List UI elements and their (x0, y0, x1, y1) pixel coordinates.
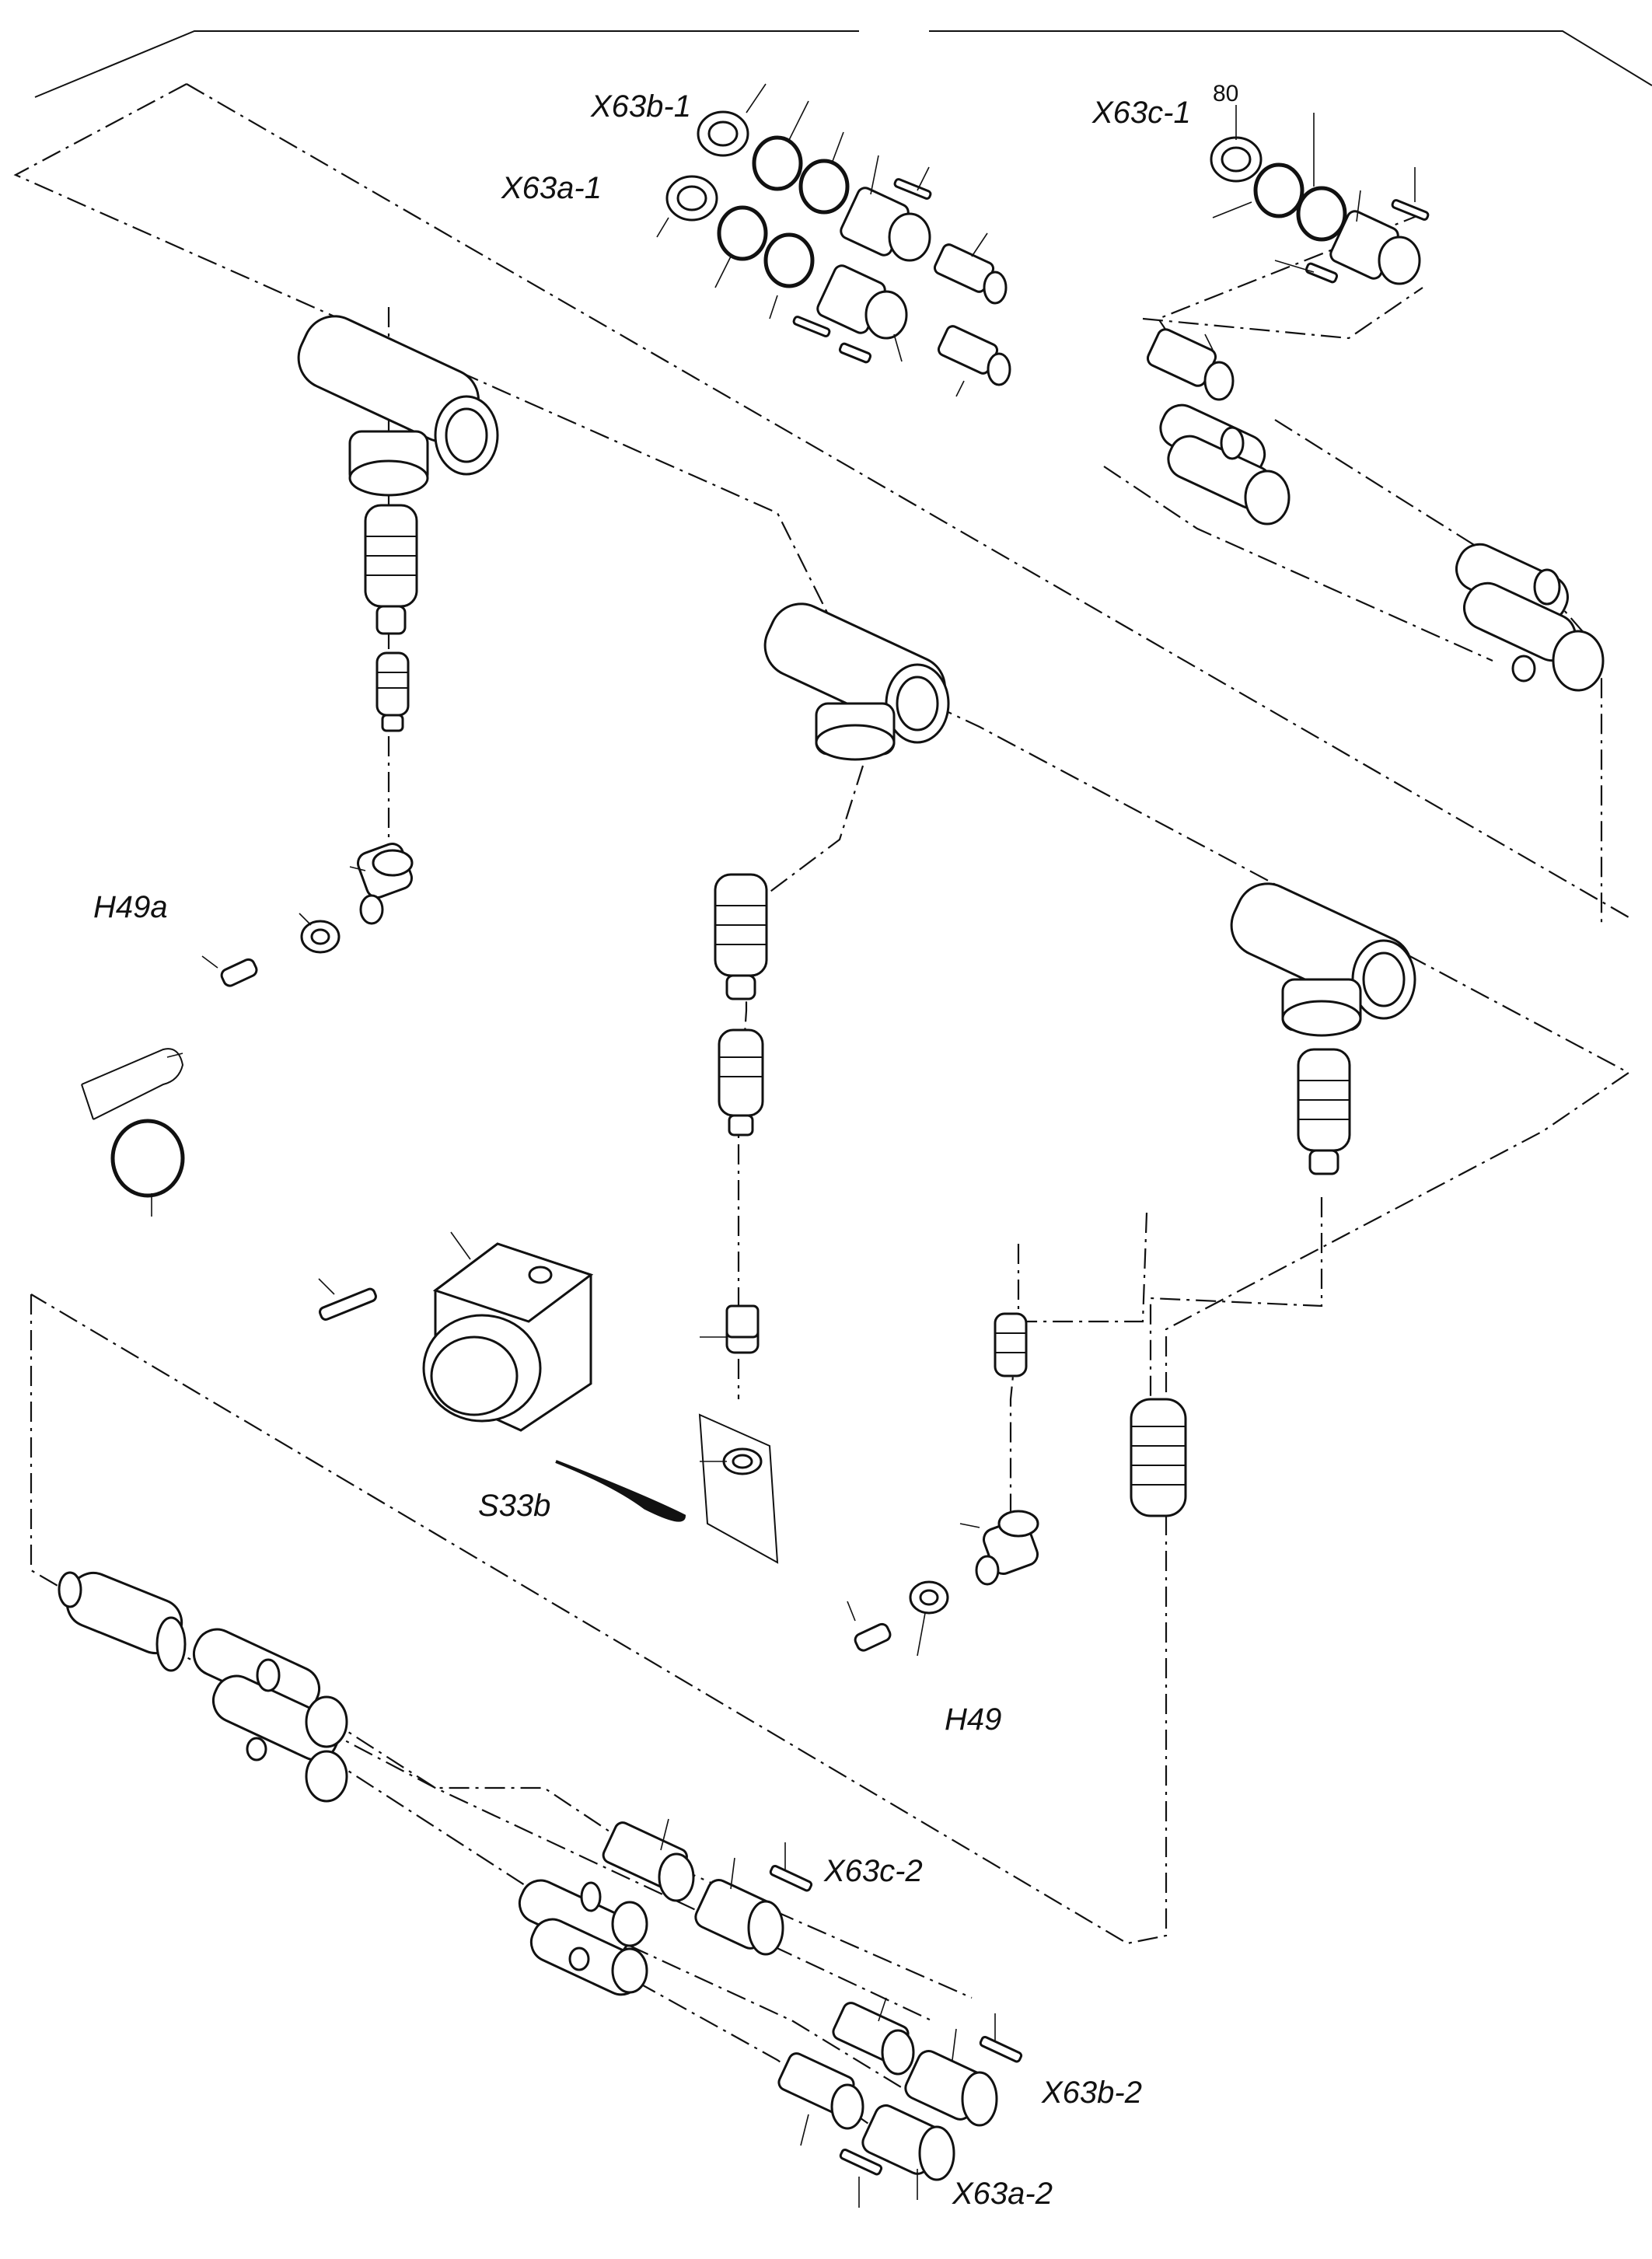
grommet-left-small (375, 651, 410, 732)
connector-group-x63a-2 (777, 2052, 955, 2208)
label-s33b: S33b (478, 1489, 550, 1523)
contact-pin (979, 2035, 1023, 2063)
connector-group-x63c-1 (1146, 105, 1430, 401)
contact-pin (769, 1864, 813, 1892)
coupler (1146, 328, 1235, 401)
grommet-right-large (1297, 1048, 1351, 1175)
lamp-socket-h49 (975, 1510, 1039, 1586)
washer (300, 920, 341, 954)
y-branch-housing-top (1159, 403, 1291, 525)
t-junction-housing-right (1230, 882, 1416, 1037)
t-junction-housing-left (297, 315, 499, 497)
threaded-housing (840, 187, 931, 262)
contact-pin (838, 342, 872, 364)
threaded-housing (1329, 210, 1421, 285)
grommet-center-medium (718, 1028, 764, 1136)
screw (319, 1287, 377, 1321)
contact-pin (893, 178, 932, 200)
label-item-80: 80 (1213, 81, 1238, 106)
coupler (937, 325, 1011, 386)
cable-clamp (110, 1119, 185, 1217)
label-x63a-2: X63a-2 (952, 2177, 1053, 2211)
grommet-center-large (714, 873, 768, 1000)
lamp-socket-h49a (356, 842, 414, 925)
label-x63b-1: X63b-1 (590, 89, 691, 124)
y-branch-housing-right (1455, 543, 1605, 692)
switch-cable (555, 1460, 686, 1522)
connector-group-x63b-2 (832, 1997, 1023, 2127)
hex-nut (697, 110, 749, 157)
label-h49a: H49a (93, 890, 168, 924)
o-ring (717, 205, 768, 261)
switch-s33b (422, 1242, 594, 1432)
coupler (933, 243, 1008, 305)
grommet-long-right (1130, 1398, 1187, 1517)
harness-routes (13, 83, 1631, 2170)
o-ring (1296, 186, 1347, 242)
hex-nut (665, 175, 718, 222)
frame-lines (34, 30, 1652, 98)
y-branch-housing-bottom-2 (518, 1879, 648, 1996)
hex-nut (1210, 136, 1263, 183)
cable-piece (81, 1048, 184, 1120)
grommet-h49 (994, 1312, 1028, 1377)
label-x63a-1: X63a-1 (501, 171, 602, 205)
o-ring (1253, 162, 1304, 218)
washer (909, 1580, 949, 1615)
grommet-left-large (364, 504, 418, 635)
label-x63c-1: X63c-1 (1091, 96, 1191, 130)
bulb (854, 1622, 892, 1652)
contact-pin (792, 316, 831, 337)
bulb (220, 958, 258, 987)
t-junction-housing-center (763, 602, 950, 761)
contact-pin (1391, 199, 1430, 221)
connector-group-x63ab-1 (656, 83, 1011, 397)
label-x63b-2: X63b-2 (1041, 2076, 1142, 2110)
o-ring (752, 135, 803, 191)
o-ring (798, 159, 850, 215)
contact-pin (839, 2148, 883, 2176)
contact-pin (1304, 262, 1339, 284)
y-branch-housing-bottom (192, 1628, 348, 1803)
label-x63c-2: X63c-2 (823, 1854, 923, 1888)
connector-group-x63c-2 (602, 1818, 813, 1956)
connector-s33b (698, 1304, 779, 1564)
label-h49: H49 (945, 1702, 1001, 1737)
grommet-bottom-left (58, 1571, 187, 1672)
threaded-housing (816, 264, 908, 340)
o-ring (763, 232, 815, 288)
